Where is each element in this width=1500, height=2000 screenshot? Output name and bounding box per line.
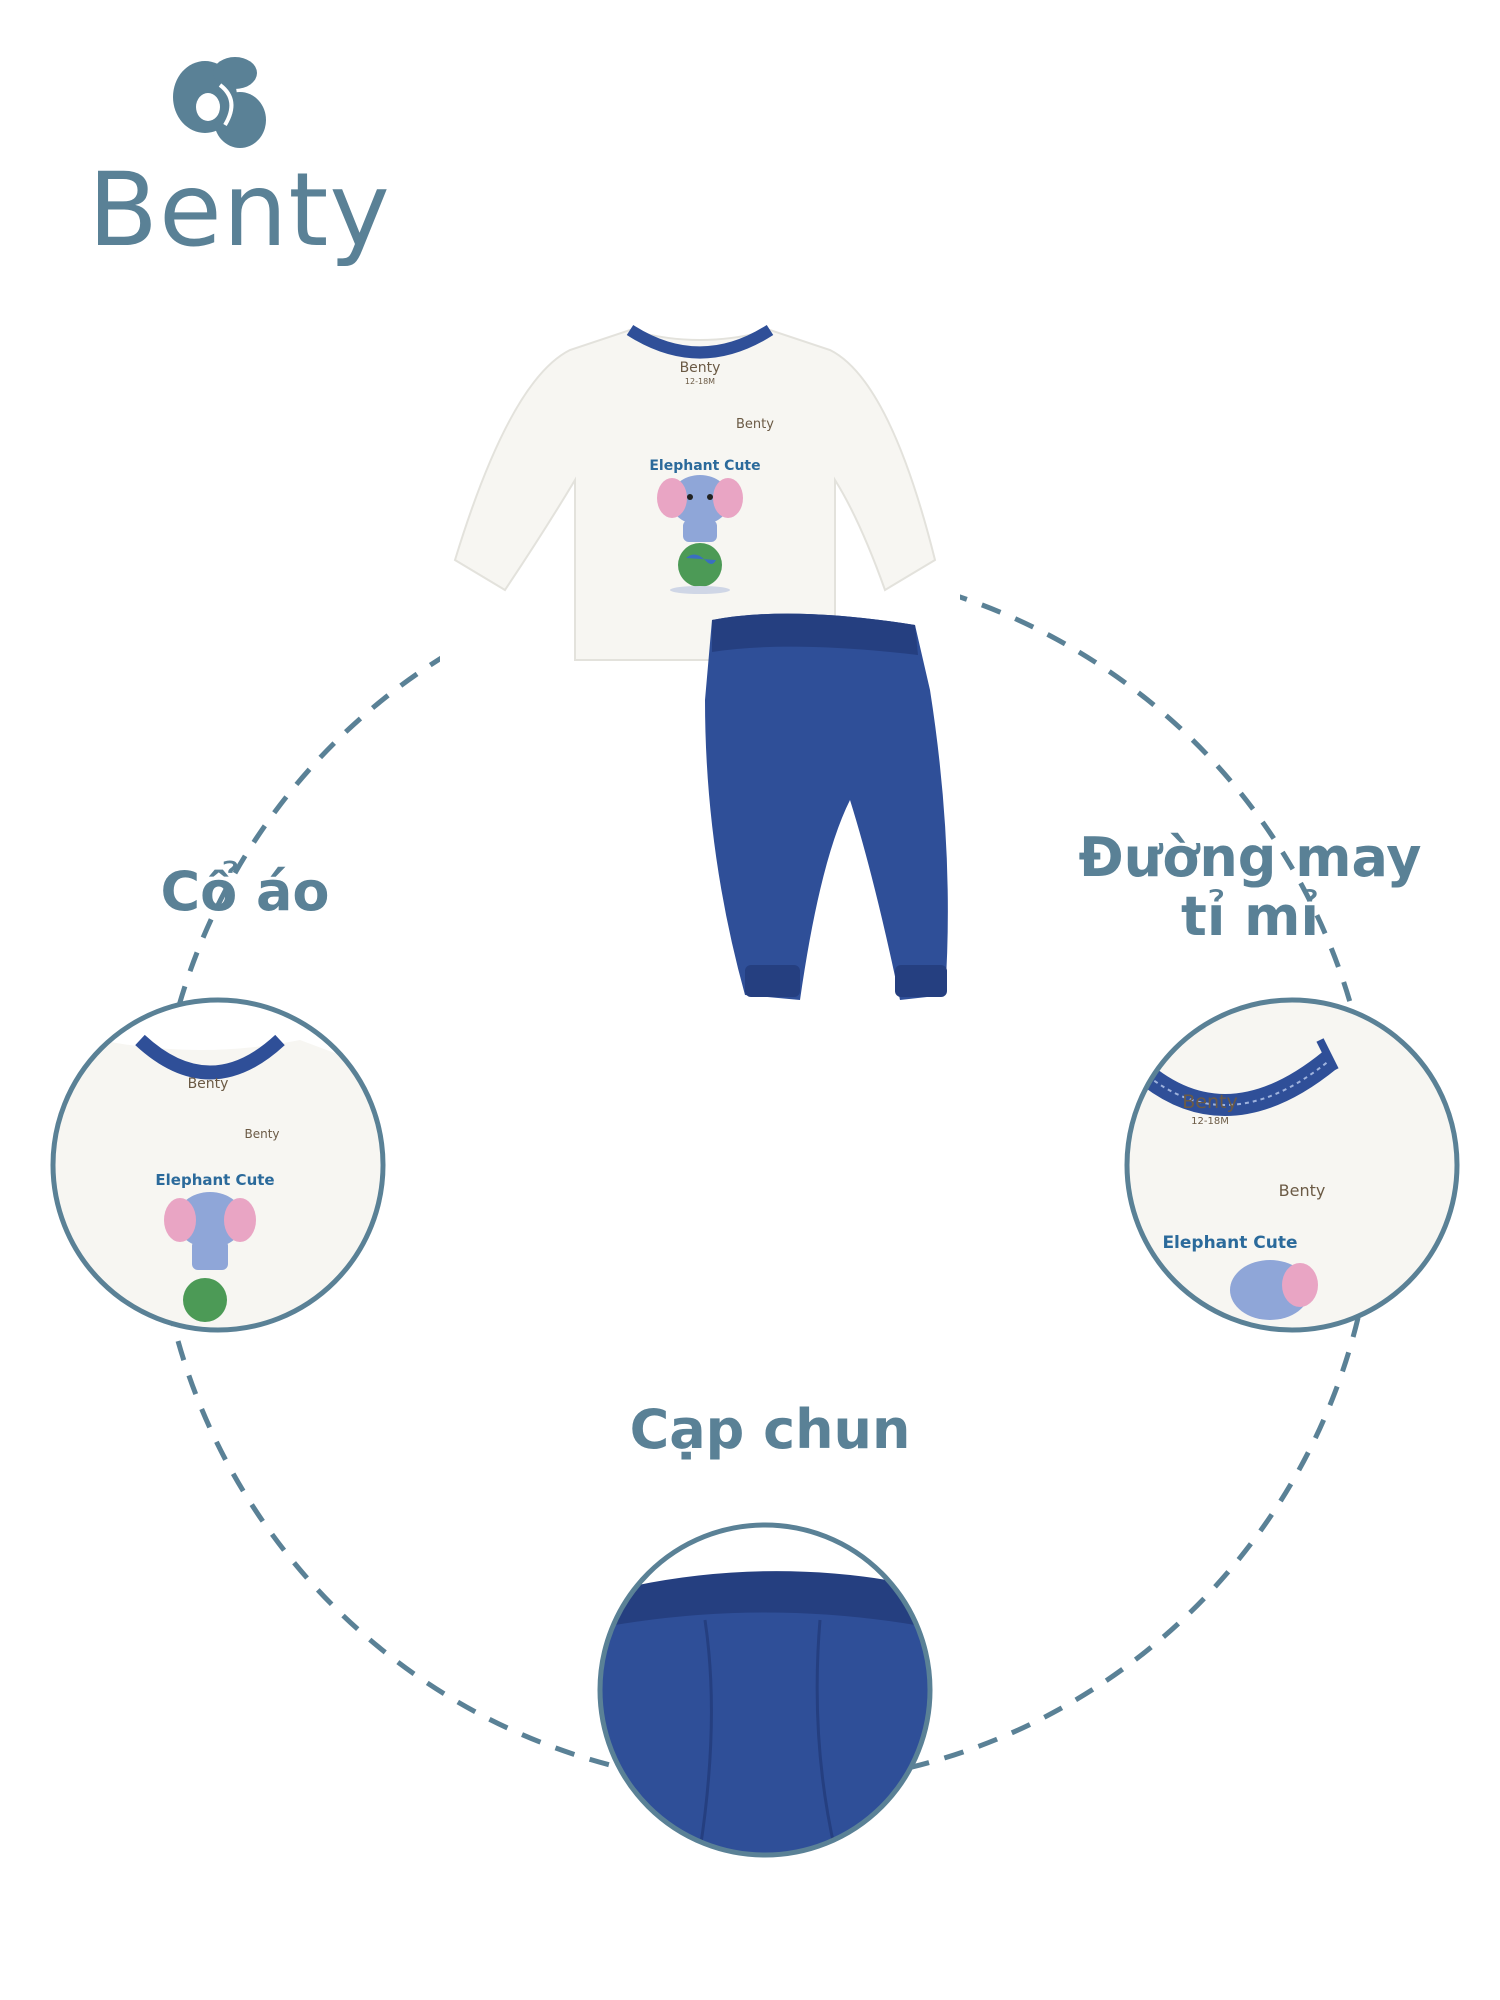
shirt-chest-text: Benty: [736, 417, 774, 432]
seam-label-line2: tỉ mỉ: [1181, 885, 1319, 949]
shirt-neck-size: 12-18M: [685, 377, 715, 386]
brand-name: Benty: [88, 151, 391, 270]
brand-logo: Benty: [80, 55, 390, 275]
collar-label: Cổ áo: [160, 860, 330, 923]
seam-zoom-neck-size: 12-18M: [1191, 1116, 1229, 1127]
main-shirt: Benty 12-18M Benty Elephant Cute: [453, 324, 937, 661]
main-pants: [705, 613, 948, 1000]
shirt-neck-brand: Benty: [680, 360, 721, 376]
seam-zoom-print-title: Elephant Cute: [1162, 1233, 1297, 1253]
seam-zoom-circle: Benty 12-18M Benty Elephant Cute: [1124, 997, 1460, 1333]
print-title: Elephant Cute: [649, 458, 760, 474]
seam-zoom-neck-brand: Benty: [1182, 1091, 1237, 1113]
butterfly-logo-icon: [173, 57, 266, 148]
collar-zoom-chest-text: Benty: [244, 1127, 279, 1141]
collar-zoom-print-title: Elephant Cute: [155, 1171, 274, 1189]
seam-label-line1: Đường may: [1078, 826, 1422, 889]
seam-zoom-chest-text: Benty: [1279, 1181, 1326, 1200]
collar-zoom-neck-brand: Benty: [188, 1076, 229, 1092]
waistband-label: Cạp chun: [629, 1398, 911, 1461]
elephant-print-icon: Elephant Cute: [649, 458, 761, 594]
seam-label: Đường may tỉ mỉ: [1060, 828, 1440, 947]
waistband-zoom-circle: [597, 1522, 933, 1858]
collar-zoom-circle: Benty Benty Elephant Cute: [50, 997, 386, 1333]
